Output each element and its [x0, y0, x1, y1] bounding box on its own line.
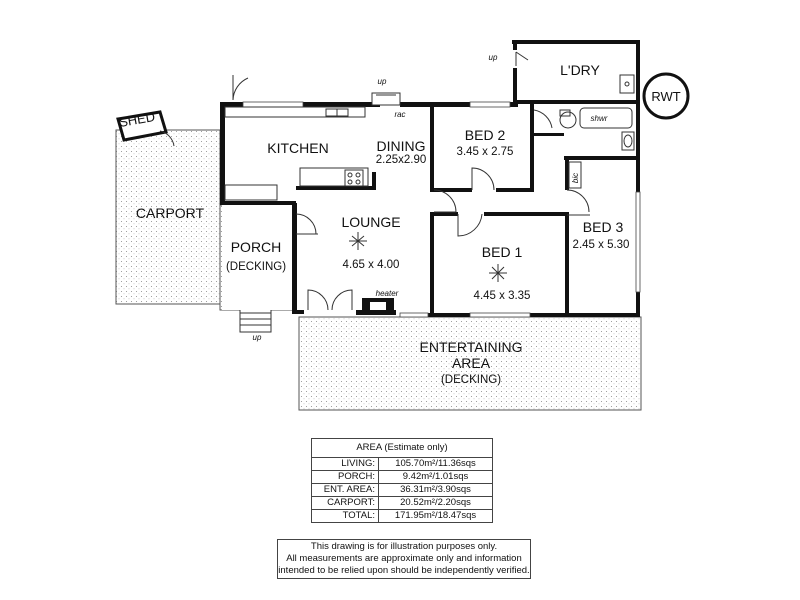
dining-label: DINING	[377, 138, 426, 154]
bed2-dimensions: 3.45 x 2.75	[457, 146, 514, 158]
dining-dimensions: 2.25x2.90	[376, 154, 427, 166]
ceiling-fan-lounge	[349, 232, 367, 250]
up-label-ldry: up	[489, 53, 498, 62]
doors	[232, 51, 590, 311]
bed1-dimensions: 4.45 x 3.35	[474, 290, 531, 302]
bed2-label: BED 2	[465, 127, 506, 143]
area-row-label: PORCH:	[311, 470, 379, 484]
area-row-label: ENT. AREA:	[311, 483, 379, 497]
disclaimer-line: intended to be relied upon should be ind…	[278, 565, 530, 576]
table-row: CARPORT:20.52m²/2.20sqs	[311, 496, 493, 510]
bed1-label: BED 1	[482, 244, 523, 260]
kitchen-bench	[224, 92, 401, 201]
bic-label: bic	[571, 173, 580, 183]
bed3-label: BED 3	[583, 219, 624, 235]
entertaining-label-1: ENTERTAINING	[420, 339, 523, 355]
shed	[116, 110, 175, 147]
disclaimer-line: All measurements are approximate only an…	[286, 553, 522, 564]
table-row: PORCH:9.42m²/1.01sqs	[311, 470, 493, 484]
windows	[242, 101, 641, 318]
heater	[362, 298, 394, 312]
shed-label: SHED	[118, 109, 156, 130]
area-table-title: AREA (Estimate only)	[311, 438, 493, 458]
area-row-label: LIVING:	[311, 457, 379, 471]
kitchen-label: KITCHEN	[267, 140, 328, 156]
up-label-porch: up	[253, 333, 262, 342]
porch-label: PORCH	[231, 239, 282, 255]
porch-steps	[239, 306, 272, 333]
disclaimer-line: This drawing is for illustration purpose…	[310, 541, 498, 552]
disclaimer-box: This drawing is for illustration purpose…	[277, 539, 531, 579]
porch-sub-label: (DECKING)	[226, 261, 286, 273]
area-row-label: TOTAL:	[311, 509, 379, 523]
table-row: TOTAL:171.95m²/18.47sqs	[311, 509, 493, 523]
area-row-value: 20.52m²/2.20sqs	[378, 496, 493, 510]
area-row-value: 9.42m²/1.01sqs	[378, 470, 493, 484]
lounge-label: LOUNGE	[341, 214, 400, 230]
table-row: ENT. AREA:36.31m²/3.90sqs	[311, 483, 493, 497]
lounge-dimensions: 4.65 x 4.00	[343, 259, 400, 271]
house-walls	[220, 40, 640, 317]
bathroom-fittings	[559, 107, 635, 189]
entertaining-decking	[298, 316, 642, 411]
bed3-dimensions: 2.45 x 5.30	[573, 239, 630, 251]
carport-area	[115, 129, 221, 305]
entertaining-label-3: (DECKING)	[441, 374, 501, 386]
area-table: AREA (Estimate only) LIVING:105.70m²/11.…	[311, 438, 493, 523]
entertaining-label-2: AREA	[452, 355, 491, 371]
ldry-label: L'DRY	[560, 62, 600, 78]
carport-label: CARPORT	[136, 205, 205, 221]
table-row: LIVING:105.70m²/11.36sqs	[311, 457, 493, 471]
area-row-value: 171.95m²/18.47sqs	[378, 509, 493, 523]
rwt-label: RWT	[651, 89, 680, 104]
ldry-fittings	[619, 74, 635, 94]
rainwater-tank	[642, 72, 690, 120]
heater-label: heater	[376, 289, 399, 298]
area-row-label: CARPORT:	[311, 496, 379, 510]
shower-label: shwr	[591, 114, 608, 123]
up-label-top: up	[378, 77, 387, 86]
area-row-value: 105.70m²/11.36sqs	[378, 457, 493, 471]
rac-label: rac	[394, 110, 405, 119]
ceiling-fan-bed1	[489, 264, 507, 282]
area-row-value: 36.31m²/3.90sqs	[378, 483, 493, 497]
